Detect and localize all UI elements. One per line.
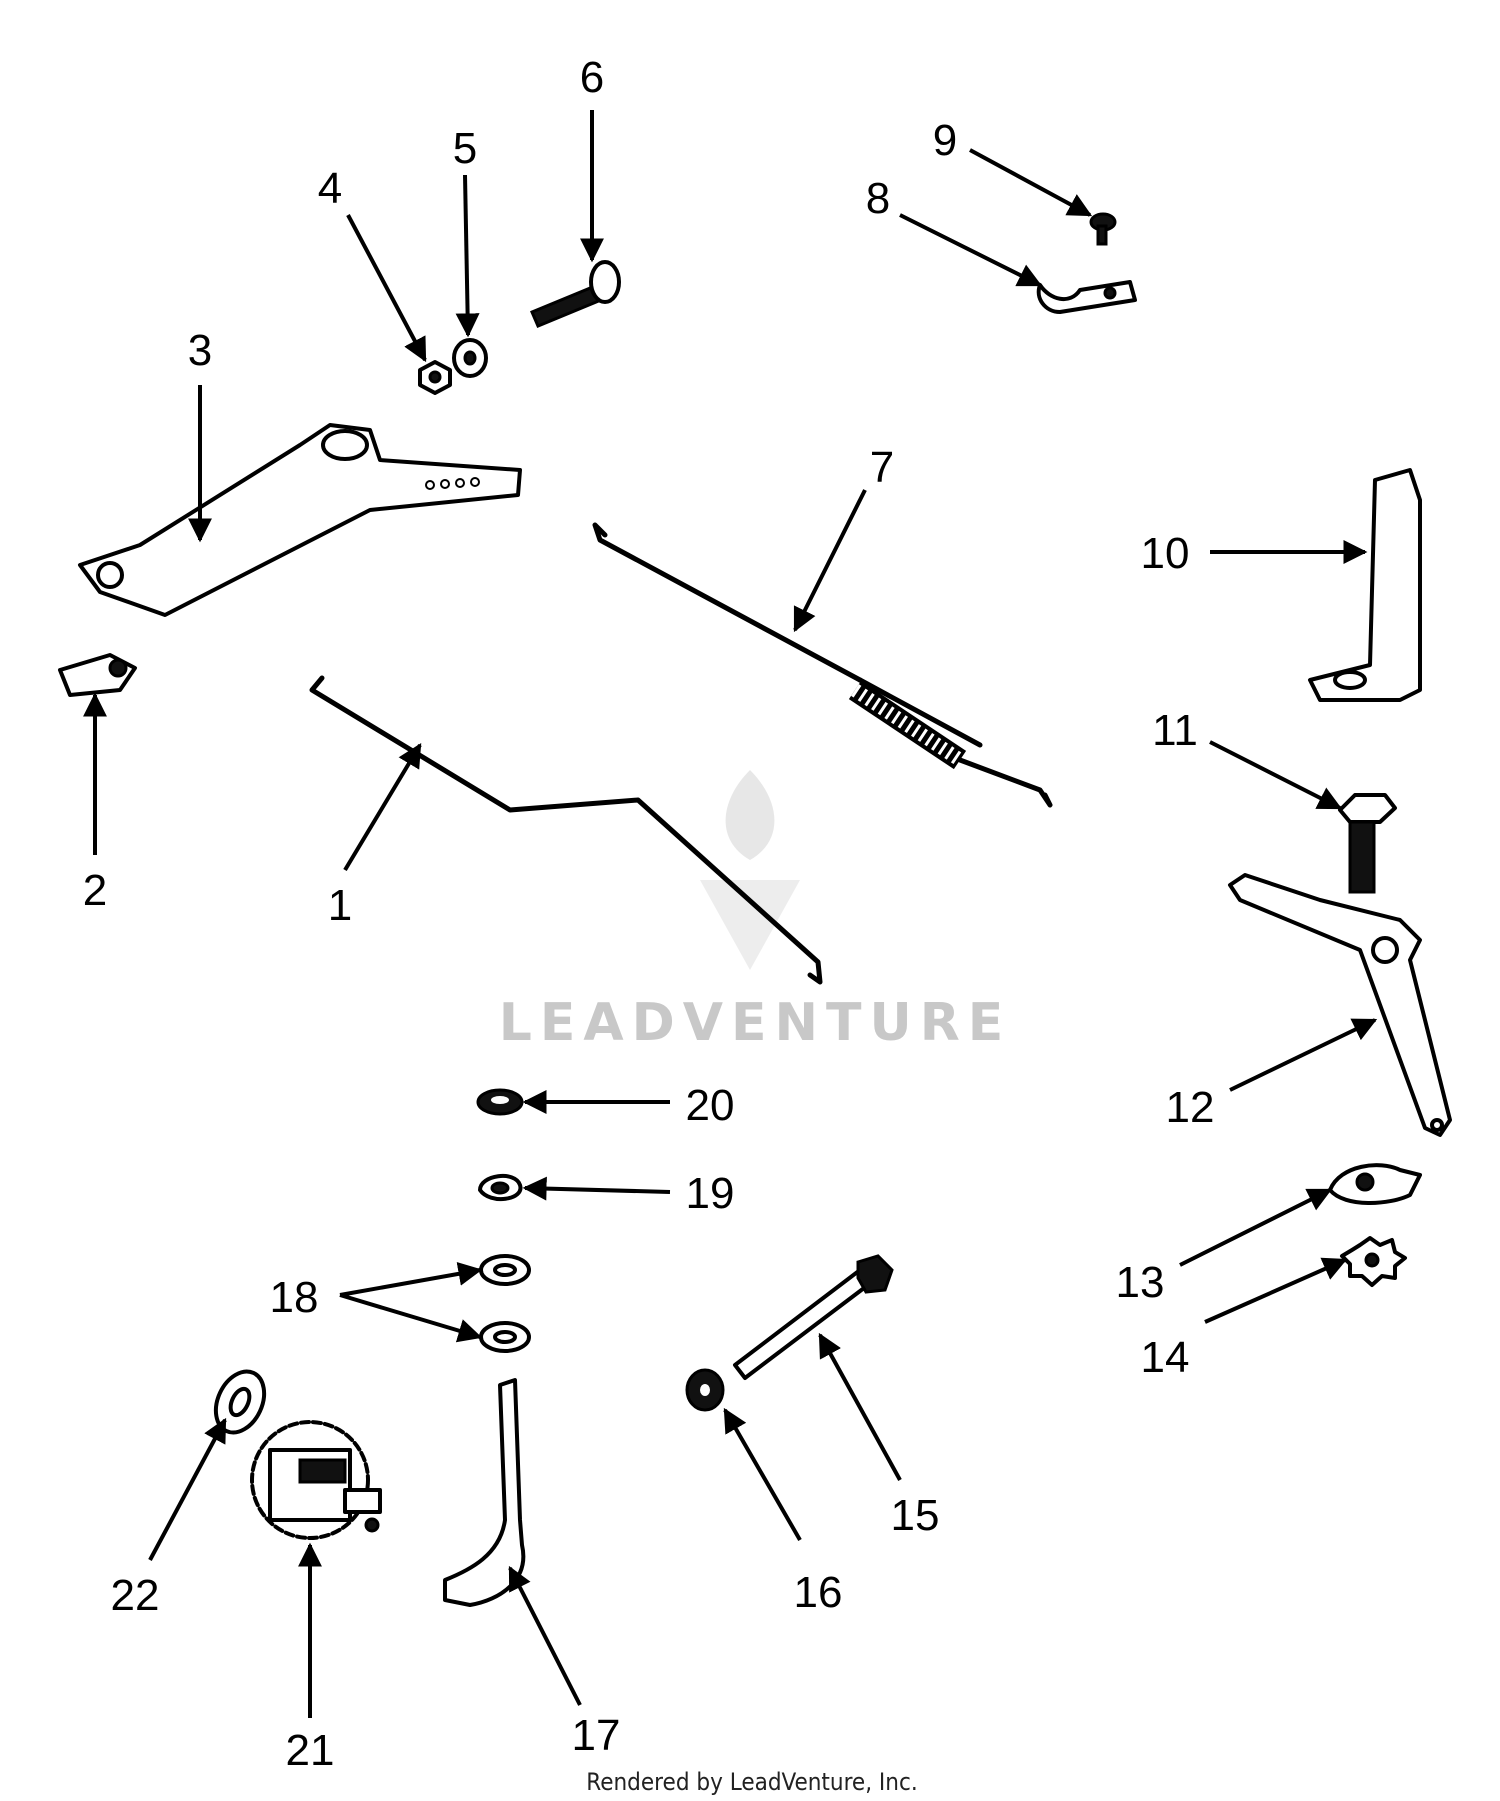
callout-3: 3 <box>188 326 212 375</box>
part-4-nut <box>418 360 452 395</box>
callout-17: 17 <box>572 1711 621 1760</box>
callout-2: 2 <box>83 866 107 915</box>
part-22-washer <box>213 1369 267 1435</box>
part-6-bolt <box>530 260 621 328</box>
callout-9: 9 <box>933 116 957 165</box>
part-11-bolt <box>1338 793 1397 894</box>
part-7-spring-rod <box>592 522 1053 808</box>
callout-15: 15 <box>891 1491 940 1540</box>
part-5-washer <box>452 338 488 378</box>
callout-5: 5 <box>453 124 477 173</box>
callout-16: 16 <box>794 1568 843 1617</box>
callout-4: 4 <box>318 164 342 213</box>
callout-10: 10 <box>1141 529 1190 578</box>
part-15-pin <box>733 1254 894 1380</box>
callout-12: 12 <box>1166 1083 1215 1132</box>
callout-labels: 1 2 3 4 5 6 7 8 9 10 11 12 13 14 15 16 1… <box>83 53 1215 1775</box>
part-9-screw <box>1089 212 1117 246</box>
footer-credit: Rendered by LeadVenture, Inc. <box>586 1768 917 1796</box>
part-13-cam <box>1328 1163 1422 1205</box>
part-20-nut <box>476 1088 524 1116</box>
callout-7: 7 <box>870 443 894 492</box>
part-10-bracket <box>1308 468 1422 702</box>
watermark-text: LEADVENTURE <box>499 993 1012 1053</box>
watermark-logo <box>700 770 800 970</box>
callout-13: 13 <box>1116 1258 1165 1307</box>
part-18-washer-bottom <box>479 1321 531 1353</box>
part-8-clamp <box>1036 280 1137 314</box>
callout-8: 8 <box>866 174 890 223</box>
part-12-lever <box>1228 873 1452 1137</box>
callout-19: 19 <box>686 1169 735 1218</box>
callout-20: 20 <box>686 1081 735 1130</box>
callout-11: 11 <box>1152 706 1198 755</box>
part-19-spring-washer <box>478 1173 523 1202</box>
part-14-star-washer <box>1340 1236 1407 1287</box>
callout-18: 18 <box>270 1273 319 1322</box>
part-2-clip <box>58 653 137 697</box>
part-17-shaft <box>443 1378 526 1607</box>
part-1-rod <box>309 675 823 985</box>
part-21-gear-assembly <box>250 1420 382 1540</box>
callout-6: 6 <box>580 53 604 102</box>
part-3-bracket <box>78 423 522 617</box>
part-18-washer-top <box>479 1254 531 1286</box>
callout-1: 1 <box>328 881 352 930</box>
part-16-washer <box>685 1368 725 1412</box>
callout-14: 14 <box>1141 1333 1190 1382</box>
callout-22: 22 <box>111 1571 160 1620</box>
leader-lines <box>83 110 1378 1718</box>
callout-21: 21 <box>286 1726 335 1775</box>
